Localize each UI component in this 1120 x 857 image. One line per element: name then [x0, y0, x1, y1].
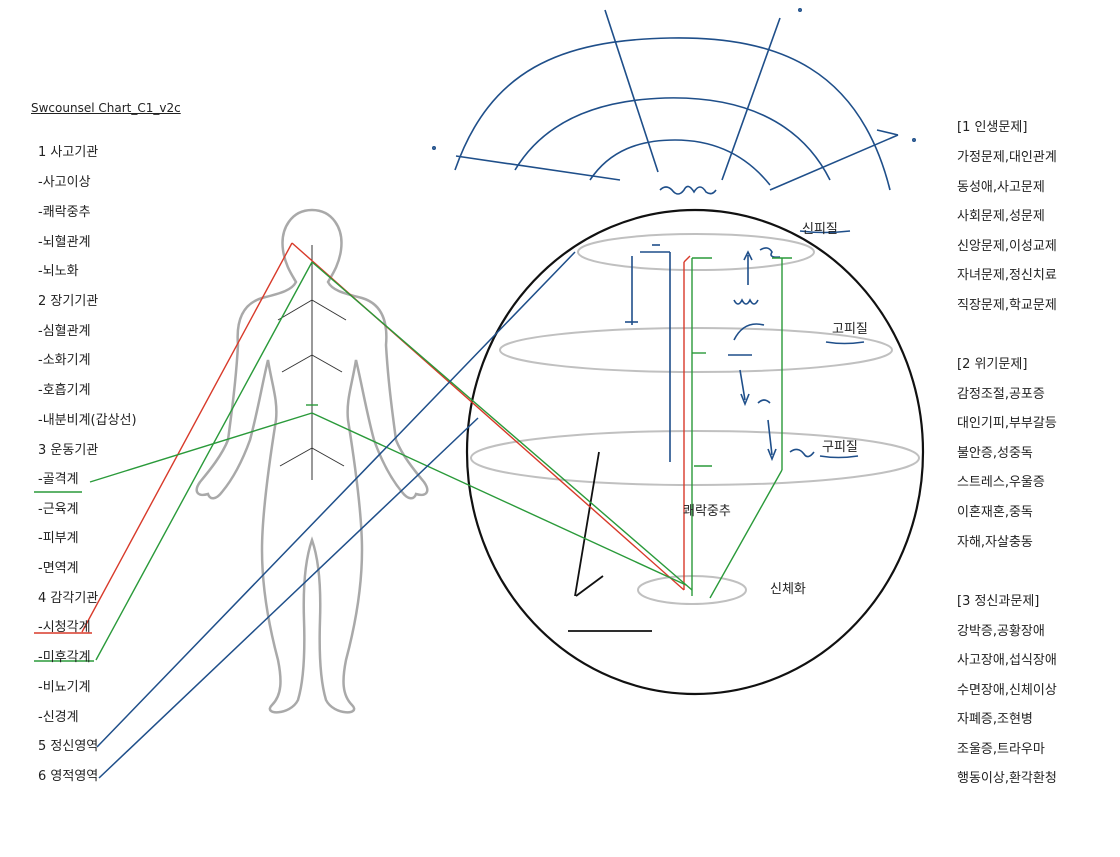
- left-list-item: 6 영적영역: [38, 769, 99, 784]
- group-header: [2 위기문제]: [957, 357, 1028, 372]
- somatization-label: 신체화: [770, 582, 806, 597]
- left-list-item: -내분비계(갑상선): [38, 413, 137, 428]
- group-item: 직장문제,학교문제: [957, 298, 1057, 313]
- chart-title: Swcounsel Chart_C1_v2c: [31, 101, 181, 115]
- group-item: 수면장애,신체이상: [957, 683, 1057, 698]
- blue-connector-lines: [96, 251, 576, 779]
- pleasure-center-label: 쾌락중추: [683, 504, 731, 519]
- group-item: 조울증,트라우마: [957, 742, 1045, 757]
- group-header: [1 인생문제]: [957, 120, 1028, 135]
- group-item: 가정문제,대인관계: [957, 150, 1057, 165]
- group-item: 자폐증,조현병: [957, 712, 1033, 727]
- brain-ellipse: [465, 208, 925, 696]
- group-item: 행동이상,환각환청: [957, 771, 1057, 786]
- group-item: 사고장애,섭식장애: [957, 653, 1057, 668]
- human-body-outline: [195, 208, 429, 714]
- layer-label-paleocortex: 고피질: [832, 322, 868, 337]
- group-item: 불안증,성중독: [957, 446, 1033, 461]
- group-item: 동성애,사고문제: [957, 180, 1045, 195]
- body-spine-lines: [277, 245, 347, 480]
- left-list-item: -뇌노화: [38, 264, 79, 279]
- layer-archicortex-ring: [470, 430, 920, 486]
- left-list-item: -근육계: [38, 502, 79, 517]
- left-list-item: -골격계: [38, 472, 79, 487]
- layer-label-archicortex: 구피질: [822, 440, 858, 455]
- group-item: 강박증,공황장애: [957, 624, 1045, 639]
- top-arcs-sketch: [431, 8, 916, 195]
- left-list-item: 2 장기기관: [38, 294, 99, 309]
- group-item: 대인기피,부부갈등: [957, 416, 1057, 431]
- left-list-item: 1 사고기관: [38, 145, 99, 160]
- left-list-item: -뇌혈관계: [38, 235, 91, 250]
- left-list-item: -신경계: [38, 710, 79, 725]
- layer-neocortex-ring: [577, 233, 815, 271]
- left-list-item: -미후각계: [38, 650, 91, 665]
- left-list-item: -시청각계: [38, 620, 91, 635]
- group-item: 이혼재혼,중독: [957, 505, 1033, 520]
- left-list-item: -면역계: [38, 561, 79, 576]
- left-list-item: -사고이상: [38, 175, 91, 190]
- left-list-item: -소화기계: [38, 353, 91, 368]
- left-list-item: -피부계: [38, 531, 79, 546]
- left-list-item: -쾌락중추: [38, 205, 91, 220]
- layer-paleocortex-ring: [499, 327, 893, 373]
- group-item: 신앙문제,이성교제: [957, 239, 1057, 254]
- brain-sketch-blue: [625, 244, 815, 462]
- left-list-item: 3 운동기관: [38, 443, 99, 458]
- group-item: 자녀문제,정신치료: [957, 268, 1057, 283]
- brain-layers: [470, 233, 920, 605]
- group-item: 스트레스,우울증: [957, 475, 1045, 490]
- group-header: [3 정신과문제]: [957, 594, 1040, 609]
- group-item: 자해,자살충동: [957, 535, 1033, 550]
- layer-label-underlines: [799, 230, 865, 459]
- group-item: 감정조절,공포증: [957, 387, 1045, 402]
- brain-sketch-black: [568, 451, 652, 632]
- left-list-item: 5 정신영역: [38, 739, 99, 754]
- layer-label-neocortex: 신피질: [802, 222, 838, 237]
- group-item: 사회문제,성문제: [957, 209, 1045, 224]
- green-connector-lines: [34, 257, 792, 662]
- left-list-item: -호흡기계: [38, 383, 91, 398]
- left-list-item: -비뇨기계: [38, 680, 91, 695]
- left-list-item: 4 감각기관: [38, 591, 99, 606]
- left-list-item: -심혈관계: [38, 324, 91, 339]
